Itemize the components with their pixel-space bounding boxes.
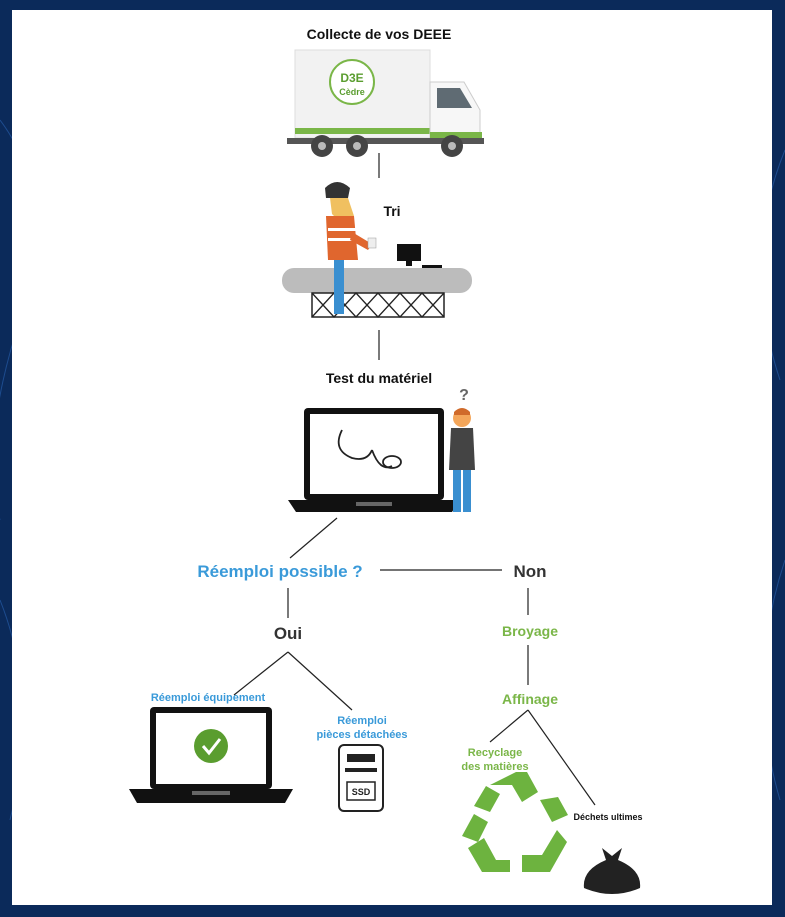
decision-yes-label: Oui [273, 624, 303, 643]
decision-question-label: Réemploi possible ? [197, 562, 363, 581]
truck-illustration [287, 49, 484, 157]
recycling-label-line2: des matières [461, 761, 529, 773]
question-mark-icon: ? [459, 387, 469, 404]
checkmark-icon [194, 729, 228, 763]
step-sort-label: Tri [383, 203, 401, 219]
connector-line [489, 709, 529, 743]
decision-no-label: Non [513, 562, 547, 581]
reuse-parts-label-line1: Réemploi [337, 715, 387, 727]
step-collect-label: Collecte de vos DEEE [306, 26, 452, 42]
logo-text-1: D3E [340, 71, 363, 85]
flow-diagram: D3E Cèdre [129, 49, 641, 894]
recycling-label-line1: Recyclage [467, 747, 523, 759]
diagram-panel: D3E Cèdre [12, 10, 772, 905]
crushing-label: Broyage [501, 623, 559, 639]
garbage-bag-icon [583, 848, 641, 894]
test-laptop-illustration [288, 408, 460, 512]
refining-label: Affinage [502, 691, 558, 707]
ssd-label: SSD [352, 787, 371, 797]
connector-line [233, 651, 289, 696]
final-waste-label: Déchets ultimes [573, 812, 643, 822]
connector-line [289, 517, 338, 559]
reuse-parts-label-line2: pièces détachées [316, 729, 408, 741]
step-test-label: Test du matériel [325, 370, 433, 386]
reuse-laptop-illustration [129, 707, 293, 803]
ssd-icon [338, 744, 384, 812]
recycle-icon [462, 772, 568, 872]
d3e-logo [329, 59, 375, 105]
reuse-equipment-label: Réemploi équipement [150, 692, 266, 704]
sorting-illustration [282, 182, 472, 318]
connector-line [527, 709, 596, 806]
person-icon [449, 408, 475, 512]
logo-text-2: Cèdre [339, 87, 365, 97]
connector-line [287, 651, 353, 711]
